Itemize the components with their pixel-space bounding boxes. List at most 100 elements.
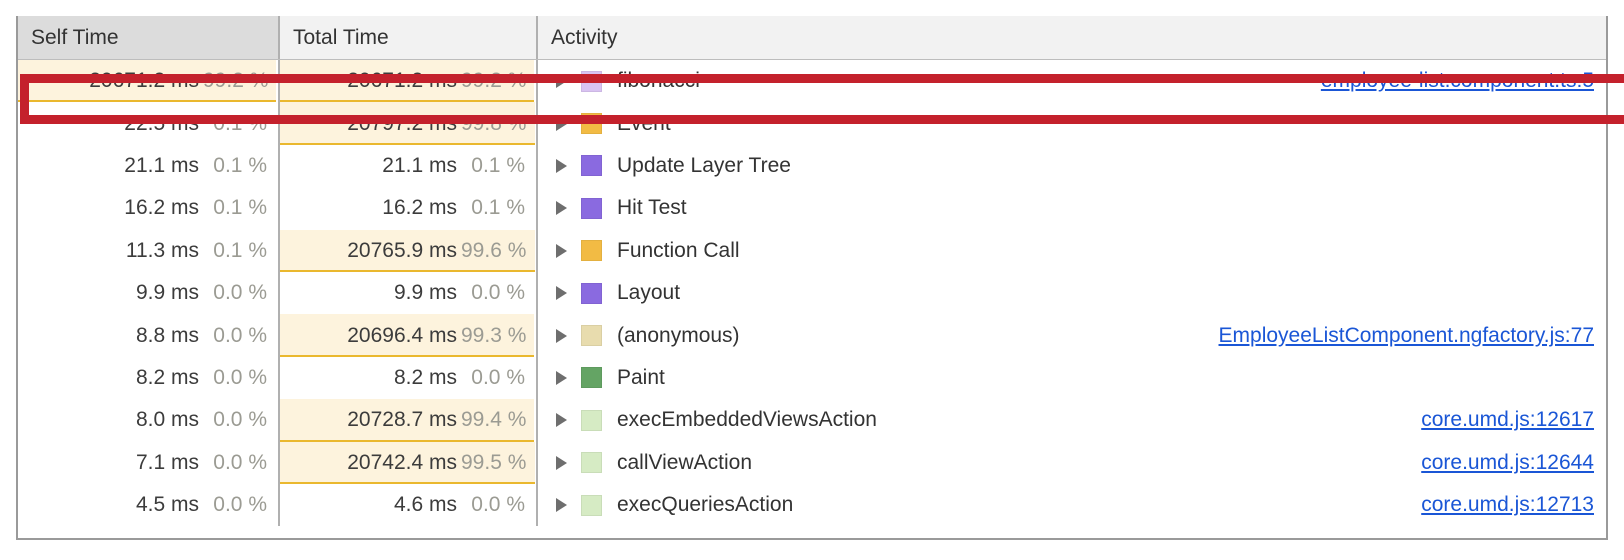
- activity-color-swatch-scripting-tan: [581, 325, 602, 347]
- total-time-value: 9.9 ms: [393, 281, 457, 305]
- expand-triangle-icon[interactable]: [556, 413, 567, 428]
- column-header-self-time-label: Self Time: [31, 25, 119, 49]
- activity-cell: Event: [538, 102, 1606, 144]
- column-header-self-time[interactable]: Self Time: [18, 16, 280, 59]
- source-location-link[interactable]: EmployeeListComponent.ngfactory.js:77: [1218, 323, 1594, 347]
- activity-name: fibonacci: [617, 69, 700, 93]
- total-time-value: 20765.9 ms: [347, 238, 457, 262]
- expand-triangle-icon[interactable]: [556, 158, 567, 173]
- activity-name: Update Layer Tree: [617, 153, 791, 177]
- column-header-total-time[interactable]: Total Time: [280, 16, 538, 59]
- self-time-cell: 8.0 ms 0.0 %: [18, 399, 280, 442]
- expand-triangle-icon[interactable]: [556, 455, 567, 470]
- self-time-percent: 0.0 %: [213, 450, 267, 474]
- activity-name: Function Call: [617, 238, 740, 262]
- total-time-bar: [280, 229, 535, 272]
- self-time-value: 4.5 ms: [135, 493, 199, 517]
- expand-triangle-icon[interactable]: [556, 201, 567, 216]
- activity-color-swatch-scripting-yellow: [581, 240, 602, 262]
- activity-color-swatch-rendering-purple: [581, 197, 602, 219]
- self-time-percent: 0.0 %: [213, 408, 267, 432]
- activity-cell: fibonacci employee-list.component.ts:5: [538, 60, 1606, 102]
- total-time-percent: 99.5 %: [461, 450, 527, 474]
- column-header-total-time-label: Total Time: [293, 25, 389, 49]
- total-time-value: 20728.7 ms: [347, 408, 457, 432]
- activity-name: execQueriesAction: [617, 493, 794, 517]
- self-time-cell: 7.1 ms 0.0 %: [18, 441, 280, 484]
- expand-triangle-icon[interactable]: [556, 116, 567, 131]
- self-time-value: 20671.2 ms: [89, 69, 199, 93]
- total-time-percent: 0.1 %: [471, 153, 525, 177]
- total-time-value: 20797.2 ms: [347, 111, 457, 135]
- source-location-link[interactable]: core.umd.js:12617: [1421, 408, 1594, 432]
- activity-color-swatch-scripting-light: [581, 70, 602, 92]
- self-time-value: 16.2 ms: [124, 196, 199, 220]
- activity-color-swatch-rendering-purple: [581, 282, 602, 304]
- self-time-percent: 0.0 %: [213, 493, 267, 517]
- expand-triangle-icon[interactable]: [556, 243, 567, 258]
- column-header-activity[interactable]: Activity: [538, 16, 1606, 59]
- total-time-percent: 99.4 %: [461, 408, 527, 432]
- total-time-percent: 0.0 %: [471, 365, 525, 389]
- self-time-percent: 0.0 %: [213, 323, 267, 347]
- total-time-bar: [280, 399, 535, 442]
- total-time-percent: 99.2 %: [461, 69, 527, 93]
- total-time-value: 20696.4 ms: [347, 323, 457, 347]
- total-time-value: 20671.2 ms: [347, 69, 457, 93]
- activity-name: Paint: [617, 365, 665, 389]
- expand-triangle-icon[interactable]: [556, 370, 567, 385]
- total-time-percent: 0.0 %: [471, 493, 525, 517]
- self-time-value: 8.2 ms: [135, 365, 199, 389]
- expand-triangle-icon[interactable]: [556, 498, 567, 513]
- expand-triangle-icon[interactable]: [556, 74, 567, 89]
- total-time-bar: [280, 314, 535, 357]
- expand-triangle-icon[interactable]: [556, 286, 567, 301]
- self-time-value: 8.0 ms: [135, 408, 199, 432]
- activity-cell: execQueriesAction core.umd.js:12713: [538, 484, 1606, 526]
- source-location-link[interactable]: core.umd.js:12713: [1421, 493, 1594, 517]
- total-time-percent: 99.8 %: [461, 111, 527, 135]
- total-time-bar: [280, 441, 535, 484]
- column-header-activity-label: Activity: [551, 25, 618, 49]
- activity-cell: Paint: [538, 357, 1606, 399]
- expand-triangle-icon[interactable]: [556, 328, 567, 343]
- total-time-percent: 0.1 %: [471, 196, 525, 220]
- source-location-link[interactable]: core.umd.js:12644: [1421, 450, 1594, 474]
- self-time-percent: 0.1 %: [213, 196, 267, 220]
- bottom-up-performance-table: Self Time Total Time Activity 20671.2 ms…: [16, 16, 1624, 540]
- activity-cell: Update Layer Tree: [538, 145, 1606, 187]
- source-location-link[interactable]: employee-list.component.ts:5: [1320, 69, 1594, 93]
- activity-cell: Function Call: [538, 230, 1606, 272]
- self-time-value: 22.5 ms: [124, 111, 199, 135]
- activity-cell: Hit Test: [538, 187, 1606, 229]
- table-header-row: Self Time Total Time Activity: [18, 16, 1606, 60]
- self-time-value: 7.1 ms: [135, 450, 199, 474]
- activity-color-swatch-painting-light-green: [581, 409, 602, 431]
